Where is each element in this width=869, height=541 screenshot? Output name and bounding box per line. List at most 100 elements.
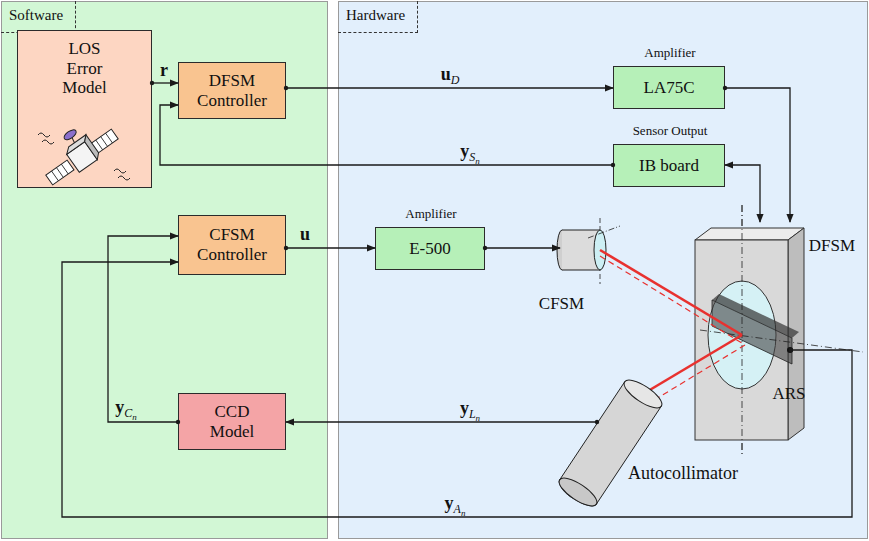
dfsm-mirror: DFSM ARS	[695, 222, 860, 444]
port-dot	[284, 86, 288, 90]
figure-label: DFSM	[809, 236, 855, 255]
jitter-mark	[42, 140, 54, 144]
cfsm-mirror-figure	[560, 228, 612, 272]
port-dot	[483, 246, 487, 250]
figure-label: Autocollimator	[628, 463, 738, 483]
box-heading-holder: Amplifier	[584, 46, 756, 61]
panel-hatch	[56, 168, 63, 178]
signal-subsubscript: n	[132, 412, 137, 422]
port-dot	[595, 420, 599, 424]
panel-title: Software	[9, 7, 63, 23]
jitter-mark	[114, 169, 126, 173]
panel-title-tab: Hardware	[338, 1, 418, 33]
signal-subscript: Ln	[469, 407, 480, 421]
signal-symbol: u	[441, 64, 451, 84]
port-dot	[284, 246, 288, 250]
sensor-dot	[787, 347, 793, 353]
signal-subsubscript: n	[461, 508, 466, 518]
signal-label-holder: u	[300, 224, 310, 245]
box-label: IB board	[639, 156, 699, 176]
signal-label-holder: yAn	[445, 493, 466, 514]
signal-connector	[286, 421, 597, 422]
signal-label-holder: yLn	[460, 398, 480, 419]
cylinder-end	[555, 473, 601, 511]
figure-label-holder: CFSM	[524, 294, 599, 314]
port-dot	[611, 163, 615, 167]
cylinder-edge	[562, 270, 600, 271]
signal-subscript: An	[454, 502, 466, 516]
axis-line	[588, 226, 620, 238]
signal-connector	[286, 87, 613, 88]
signal-symbol: r	[160, 60, 168, 80]
signal-name: r	[160, 62, 168, 79]
satellite-icon	[18, 31, 153, 189]
box-top	[695, 228, 804, 240]
signal-subscript: Sn	[469, 150, 480, 164]
dfsm-figure	[695, 222, 860, 444]
signal-symbol: y	[460, 141, 469, 161]
sensor-board-box: IB boardSensor Output	[613, 144, 725, 187]
hardware-panel: HardwareLA75CAmplifierIB boardSensor Out…	[338, 1, 868, 539]
amplifier-box: E-500Amplifier	[375, 227, 485, 270]
cylinder-edge	[562, 230, 600, 231]
figure-label: ARS	[772, 384, 805, 403]
box-heading: Sensor Output	[633, 123, 708, 138]
amplifier-box: LA75CAmplifier	[613, 66, 725, 109]
box-label: DFSM Controller	[193, 71, 271, 110]
software-panel: Software LOS Error ModelDFSM ControllerC…	[1, 1, 328, 539]
autocollimator-figure	[597, 366, 667, 516]
ars-sensor: ARS	[791, 344, 820, 406]
box-label: CFSM Controller	[193, 225, 271, 264]
figure-label-holder: ARS	[763, 384, 815, 404]
signal-subscript: Cn	[124, 406, 137, 420]
panel-hatch	[52, 171, 59, 181]
ars-sensor-top	[712, 294, 799, 338]
figure-label-holder: Autocollimator	[628, 463, 768, 484]
signal-name: yLn	[460, 400, 480, 417]
model-box: LOS Error Model	[17, 30, 152, 188]
figure-label-holder: DFSM	[806, 236, 858, 256]
axis-line	[700, 330, 863, 352]
signal-subsubscript: n	[476, 413, 481, 423]
panel-hatch	[96, 140, 103, 150]
laser-beam	[643, 335, 742, 394]
signal-name: yCn	[115, 399, 137, 416]
autocollimator: Autocollimator	[597, 366, 667, 516]
model-box: CCD Model	[178, 393, 286, 450]
satellite-side	[82, 135, 102, 160]
box-label: LA75C	[644, 78, 695, 98]
laser-beam	[651, 345, 745, 402]
box-heading: Amplifier	[644, 45, 695, 60]
signal-symbol: y	[445, 493, 454, 513]
controller-box: CFSM Controller	[178, 215, 286, 275]
box-label: CCD Model	[193, 402, 271, 441]
box-label: E-500	[409, 239, 451, 259]
signal-symbol: u	[300, 224, 310, 244]
box-heading-holder: Amplifier	[346, 207, 516, 222]
signal-name: uD	[441, 66, 460, 83]
signal-symbol: y	[460, 398, 469, 418]
panel-title: Hardware	[346, 7, 405, 23]
solar-panel	[46, 160, 74, 185]
signal-connector	[286, 247, 375, 248]
signal-subsubscript: n	[475, 156, 480, 166]
signal-subscript: D	[451, 73, 460, 87]
antenna-dish	[62, 128, 77, 142]
signal-label-holder: r	[160, 60, 168, 81]
signal-name: ySn	[460, 143, 480, 160]
jitter-mark	[38, 133, 50, 137]
signal-name: yAn	[445, 495, 466, 512]
panel-hatch	[61, 164, 68, 174]
signal-label-holder: ySn	[460, 141, 480, 162]
signal-connector	[152, 82, 178, 83]
port-dot	[176, 420, 180, 424]
panel-hatch	[101, 137, 108, 147]
laser-beam	[600, 256, 745, 345]
box-heading: Amplifier	[405, 206, 456, 221]
box-label: LOS Error Model	[55, 39, 115, 98]
box-heading-holder: Sensor Output	[584, 124, 756, 139]
figure-label: CFSM	[539, 294, 584, 313]
port-dot	[789, 348, 793, 352]
